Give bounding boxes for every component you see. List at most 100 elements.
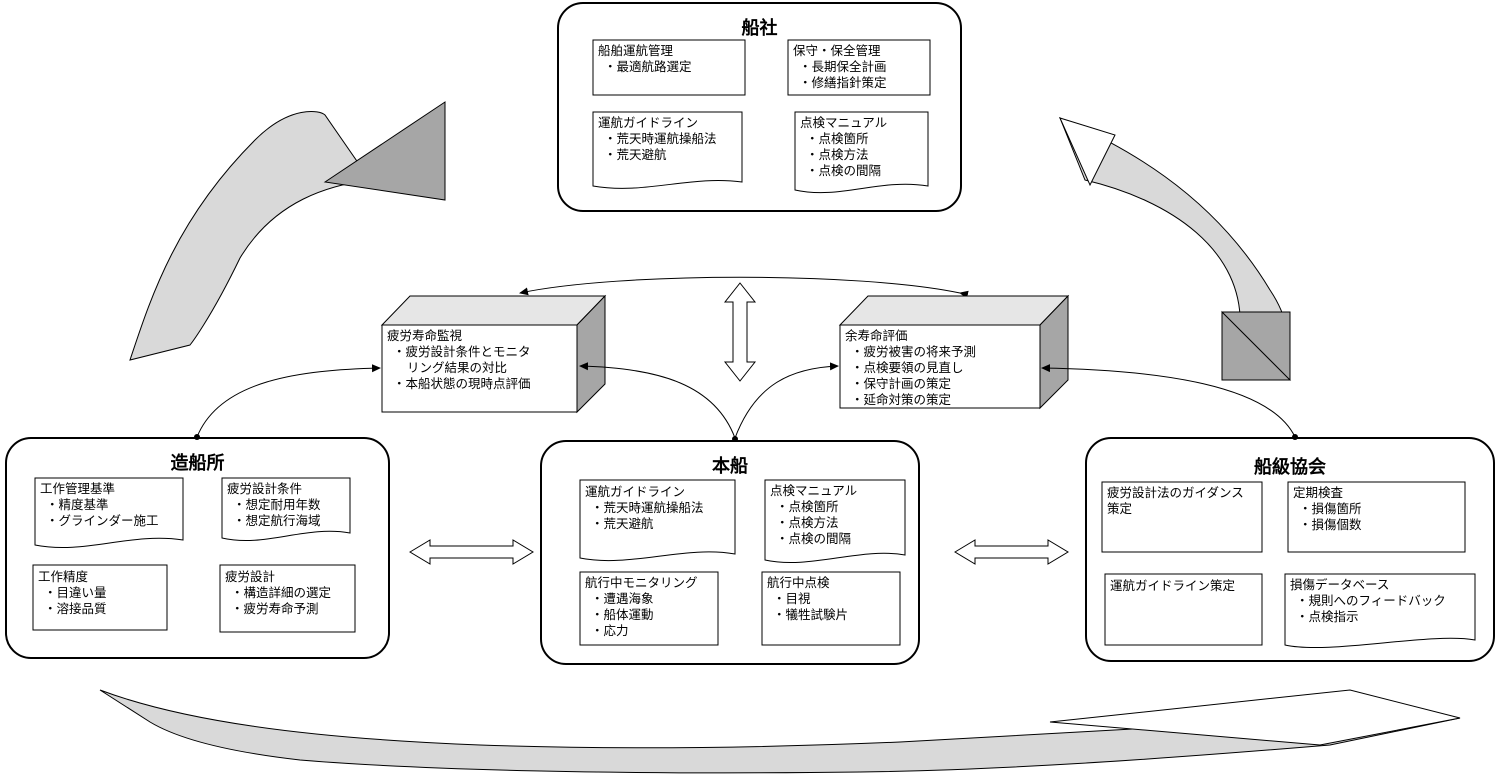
zousenjo-box-3-shape (32, 564, 168, 631)
box-item: ・構造詳細の選定 (231, 585, 332, 600)
box-item: ・点検箇所 (776, 499, 839, 514)
box-item: ・犠牲試験片 (773, 607, 849, 622)
group-senkyu: 船級協会 (1085, 437, 1495, 662)
double-arrow-left (409, 539, 534, 565)
group-honsen: 本船 (540, 440, 920, 665)
box-item: ・荒天時運航操船法 (604, 131, 717, 146)
box-title: 疲労設計条件 (227, 481, 303, 496)
box-title: 船舶運航管理 (598, 43, 674, 58)
box-title: 工作精度 (38, 569, 89, 584)
connector-honsen-cube-right (734, 362, 839, 439)
group-funasha: 船社 (557, 2, 962, 212)
curved-arrow-upper-right (1059, 117, 1292, 381)
cube-item: ・本船状態の現時点評価 (393, 376, 531, 391)
box-item: ・長期保全計画 (799, 59, 887, 74)
senkyu-box-guideline-making: 運航ガイドライン策定 (1106, 576, 1239, 596)
box-item: ・想定耐用年数 (233, 497, 321, 512)
box-item: ・溶接品質 (44, 601, 107, 616)
box-item: ・遭遇海象 (591, 591, 654, 606)
cube-left-shape (380, 294, 607, 414)
funasha-box-3-shape (592, 111, 743, 189)
box-item: ・点検方法 (776, 515, 839, 530)
double-arrow-right (954, 539, 1069, 565)
box-title: 疲労設計 (225, 569, 276, 584)
box-item: ・目違い量 (44, 585, 107, 600)
box-item: ・修繕指針策定 (799, 75, 887, 90)
box-item: ・点検指示 (1296, 609, 1359, 624)
connector-honsen-cube-left (579, 362, 736, 439)
cube-item: ・疲労被害の将来予測 (851, 344, 977, 359)
zousenjo-box-2-shape (221, 477, 351, 542)
box-title: 保守・保全管理 (793, 43, 881, 58)
box-item: ・点検の間隔 (806, 163, 882, 178)
cube-left-fatigue-monitoring: 疲労寿命監視 ・疲労設計条件とモニタ リング結果の対比 ・本船状態の現時点評価 (383, 326, 535, 394)
box-title: 航行中モニタリング (585, 575, 698, 590)
box-item: ・目視 (773, 591, 811, 606)
funasha-box-ship-operation: 船舶運航管理 ・最適航路選定 (594, 41, 696, 77)
cube-right-remaining-life: 余寿命評価 ・疲労被害の将来予測 ・点検要領の見直し ・保守計画の策定 ・延命対… (841, 326, 980, 410)
box-item: ・損傷個数 (1299, 517, 1362, 532)
senkyu-box-1-shape (1101, 481, 1263, 553)
box-item: ・損傷箇所 (1299, 501, 1362, 516)
box-title: 点検マニュアル (770, 483, 858, 498)
group-funasha-title: 船社 (741, 18, 778, 39)
senkyu-box-periodic-inspection: 定期検査 ・損傷箇所 ・損傷個数 (1289, 483, 1366, 535)
senkyu-box-3-shape (1104, 573, 1263, 646)
senkyu-box-2-shape (1287, 481, 1466, 553)
curved-arrow-bottom (99, 689, 1461, 774)
cube-title: 疲労寿命監視 (387, 328, 463, 343)
box-item: ・応力 (591, 623, 629, 638)
cube-item: ・延命対策の策定 (851, 392, 952, 407)
zousenjo-box-1-shape (34, 477, 184, 549)
honsen-box-inspection-manual: 点検マニュアル ・点検箇所 ・点検方法 ・点検の間隔 (766, 481, 861, 549)
box-item: ・想定航行海域 (233, 513, 321, 528)
box-title: 運航ガイドライン策定 (1110, 578, 1236, 593)
cube-title: 余寿命評価 (845, 328, 908, 343)
cube-right-shape (838, 294, 1070, 410)
cube-item: ・疲労設計条件とモニタ (393, 344, 531, 359)
connector-zousenjo-cube-left (196, 364, 381, 438)
zousenjo-box-4-shape (219, 564, 356, 633)
honsen-box-guideline: 運航ガイドライン ・荒天時運航操船法 ・荒天避航 (581, 482, 708, 534)
funasha-box-4-shape (794, 111, 929, 194)
box-item: ・最適航路選定 (604, 59, 692, 74)
group-zousenjo: 造船所 (5, 437, 390, 659)
zousenjo-box-work-standard: 工作管理基準 ・精度基準 ・グラインダー施工 (36, 479, 163, 531)
box-title: 運航ガイドライン (585, 484, 686, 499)
box-item: ・精度基準 (46, 497, 109, 512)
box-item: ・船体運動 (591, 607, 654, 622)
funasha-box-maintenance: 保守・保全管理 ・長期保全計画 ・修繕指針策定 (789, 41, 891, 93)
box-title: 航行中点検 (767, 575, 830, 590)
connector-cubes-top (519, 276, 969, 299)
curved-arrow-upper-left (129, 101, 446, 361)
box-item: ・荒天避航 (591, 516, 654, 531)
box-item: 策定 (1107, 501, 1133, 516)
zousenjo-box-fatigue-conditions: 疲労設計条件 ・想定耐用年数 ・想定航行海域 (223, 479, 325, 531)
senkyu-box-guidance: 疲労設計法のガイダンス 策定 (1103, 483, 1248, 519)
box-title: 工作管理基準 (40, 481, 116, 496)
cube-item: ・点検要領の見直し (851, 360, 964, 375)
honsen-box-inspection: 航行中点検 ・目視 ・犠牲試験片 (763, 573, 852, 625)
cube-item: ・保守計画の策定 (851, 376, 952, 391)
box-item: ・疲労寿命予測 (231, 601, 319, 616)
senkyu-box-damage-database: 損傷データベース ・規則へのフィードバック ・点検指示 (1286, 575, 1450, 627)
cube-item: リング結果の対比 (407, 360, 508, 375)
box-item: ・荒天時運航操船法 (591, 500, 704, 515)
group-zousenjo-title: 造船所 (170, 453, 225, 474)
box-item: ・点検箇所 (806, 131, 869, 146)
connector-senkyu-cube-right (1041, 364, 1296, 438)
box-item: ・点検方法 (806, 147, 869, 162)
box-title: 点検マニュアル (800, 115, 888, 130)
funasha-box-guideline: 運航ガイドライン ・荒天時運航操船法 ・荒天避航 (594, 113, 721, 165)
box-title: 運航ガイドライン (598, 115, 699, 130)
honsen-box-3-shape (579, 571, 719, 646)
box-title: 損傷データベース (1290, 577, 1390, 592)
box-title: 定期検査 (1293, 485, 1344, 500)
honsen-box-monitoring: 航行中モニタリング ・遭遇海象 ・船体運動 ・応力 (581, 573, 702, 641)
funasha-box-2-shape (787, 39, 931, 96)
funasha-box-inspection-manual: 点検マニュアル ・点検箇所 ・点検方法 ・点検の間隔 (796, 113, 891, 181)
box-item: ・荒天避航 (604, 147, 667, 162)
funasha-box-1-shape (592, 39, 746, 96)
box-item: ・点検の間隔 (776, 531, 852, 546)
